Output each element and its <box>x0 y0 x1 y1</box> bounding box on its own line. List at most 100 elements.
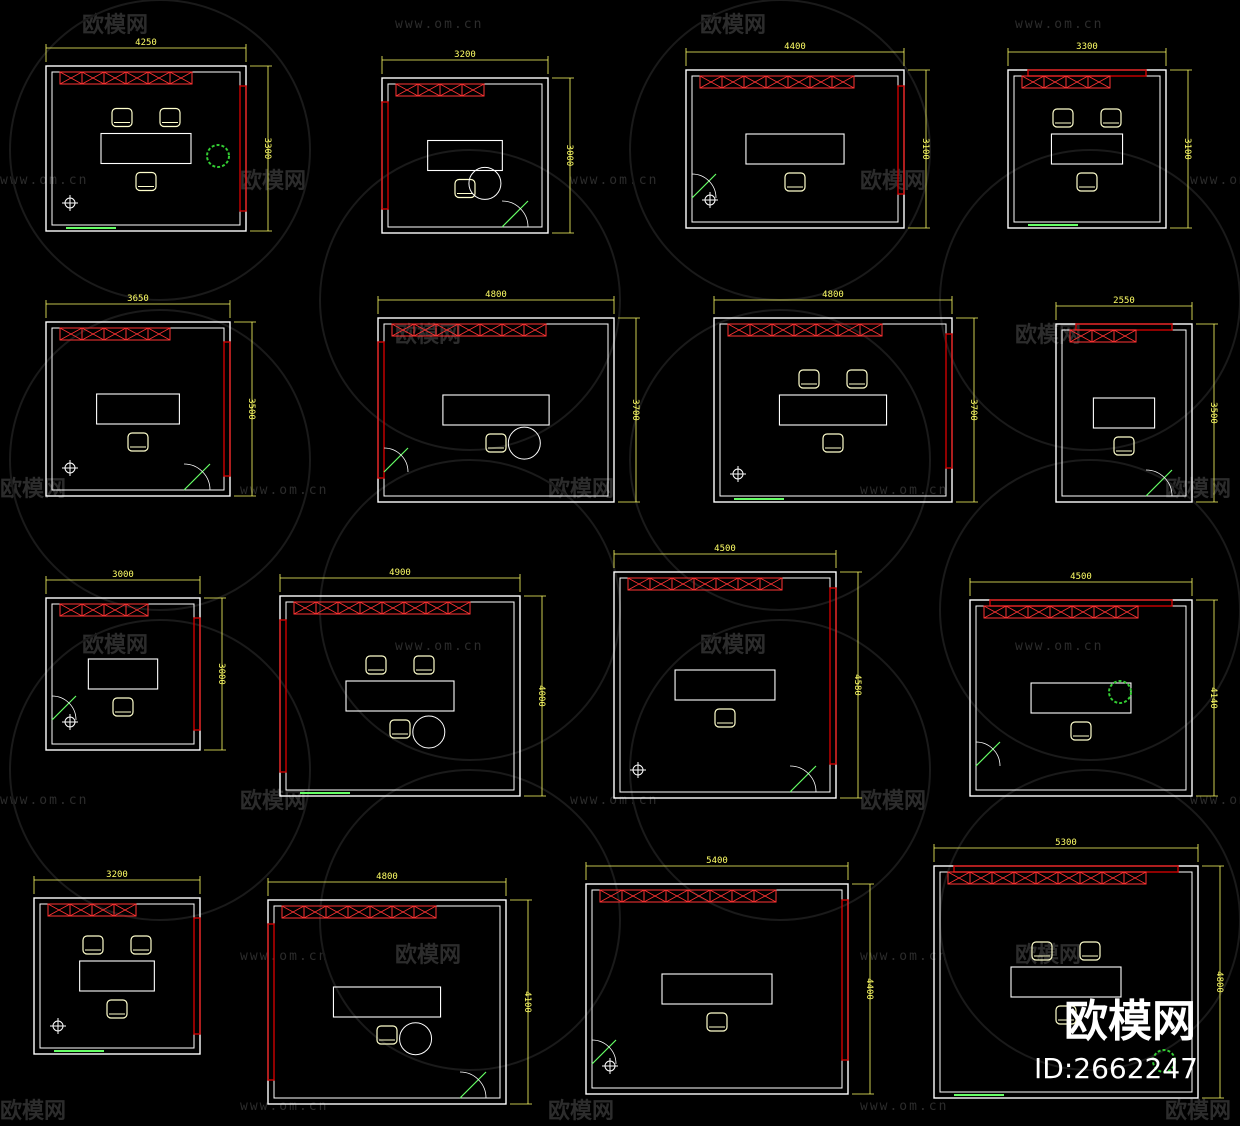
cabinet-cross <box>479 323 503 337</box>
chair-icon <box>106 999 128 1019</box>
inner-wall <box>285 601 515 791</box>
cabinet-cross <box>983 605 1007 619</box>
cabinet-cross <box>1049 605 1073 619</box>
cabinet-cell <box>759 577 783 591</box>
cabinet-cross <box>113 903 137 917</box>
cabinet-cross <box>169 71 193 85</box>
dimension-width-label: 3200 <box>454 50 476 60</box>
door-swing <box>789 765 817 793</box>
cabinet-cross <box>347 905 371 919</box>
inner-wall <box>975 605 1187 791</box>
chair-icon <box>784 172 806 192</box>
watermark-url: www.om.cn <box>860 483 948 498</box>
door-leaf <box>51 695 77 721</box>
watermark-brand: 欧模网 <box>1015 322 1081 348</box>
watermark-url: www.om.cn <box>0 173 88 188</box>
dimension-width-label: 4800 <box>485 290 507 300</box>
outer-wall <box>381 77 549 234</box>
cabinet-cross <box>743 75 767 89</box>
cabinet-cross <box>809 75 833 89</box>
desk <box>1030 682 1132 714</box>
inner-wall <box>51 71 241 226</box>
watermark-url: www.om.cn <box>240 483 328 498</box>
cabinet-cross <box>457 323 481 337</box>
desk <box>427 139 503 172</box>
dimension-height-label: 3300 <box>262 138 272 160</box>
cabinet-cross <box>81 71 105 85</box>
dimension-width-label: 3200 <box>106 870 128 880</box>
window <box>953 865 1179 873</box>
chair-icon <box>798 369 820 389</box>
model-id-badge: ID:2662247 <box>1034 1052 1198 1085</box>
outer-wall <box>45 321 231 497</box>
watermark-url: www.om.cn <box>860 1099 948 1114</box>
cabinet-cell <box>753 889 777 903</box>
cabinet-cross <box>359 601 383 615</box>
window <box>381 101 389 210</box>
round-table <box>399 1022 433 1056</box>
dimension-width-label: 5400 <box>706 856 728 866</box>
cabinet-cross <box>391 323 415 337</box>
cabinet-cross <box>649 577 673 591</box>
cabinet-cross <box>125 71 149 85</box>
cabinet-cross <box>281 905 305 919</box>
dimension-width-label: 3300 <box>1076 42 1098 52</box>
watermark-arc <box>939 149 1240 451</box>
window <box>945 333 953 469</box>
cabinet-cross <box>793 323 817 337</box>
cabinet-cell <box>461 83 485 97</box>
desk <box>661 973 773 1005</box>
dimension-width-label: 4800 <box>822 290 844 300</box>
cabinet-cross <box>1113 329 1137 343</box>
outer-wall <box>279 595 521 797</box>
cabinet-cross <box>413 905 437 919</box>
chair-icon <box>389 719 411 739</box>
watermark-brand: 欧模网 <box>700 12 766 38</box>
cabinet-cross <box>709 889 733 903</box>
watermark-arc <box>319 769 621 1071</box>
cabinet-cross <box>1021 75 1045 89</box>
desk <box>1092 397 1156 429</box>
door-leaf <box>383 447 409 473</box>
dimension-height-label: 4800 <box>1214 971 1224 993</box>
plant-icon <box>1152 1049 1176 1073</box>
cabinet-cross <box>991 871 1015 885</box>
door-leaf <box>975 741 1001 767</box>
dimension-width-label: 3650 <box>127 294 149 304</box>
cabinet-cross <box>461 83 485 97</box>
dimension-height-label: 4100 <box>522 991 532 1013</box>
cabinet-cross <box>425 601 449 615</box>
plans-layer: 4250330032003000440031003300310036503500… <box>33 38 1224 1105</box>
inner-wall <box>387 83 543 228</box>
cabinet-cross <box>303 905 327 919</box>
cabinet-cross <box>699 75 723 89</box>
cabinet-cross <box>447 601 471 615</box>
cabinet-cross <box>81 327 105 341</box>
cabinet-cross <box>391 905 415 919</box>
cabinet-cell <box>447 601 471 615</box>
chair-icon <box>111 107 133 128</box>
cabinet-cross <box>815 323 839 337</box>
watermark-arc <box>629 309 931 611</box>
window <box>1075 323 1173 331</box>
watermark-brand: 欧模网 <box>1015 942 1081 968</box>
chair-icon <box>706 1012 728 1032</box>
cabinet-cell <box>523 323 547 337</box>
cabinet-cross <box>1057 871 1081 885</box>
cabinet-cross <box>315 601 339 615</box>
door-swing <box>51 695 77 721</box>
chair-icon <box>365 655 387 675</box>
watermark-arc <box>629 0 931 301</box>
watermark-brand: 欧模网 <box>1165 1098 1231 1124</box>
cabinet-cross <box>643 889 667 903</box>
window <box>377 341 385 479</box>
cabinet-cross <box>337 601 361 615</box>
